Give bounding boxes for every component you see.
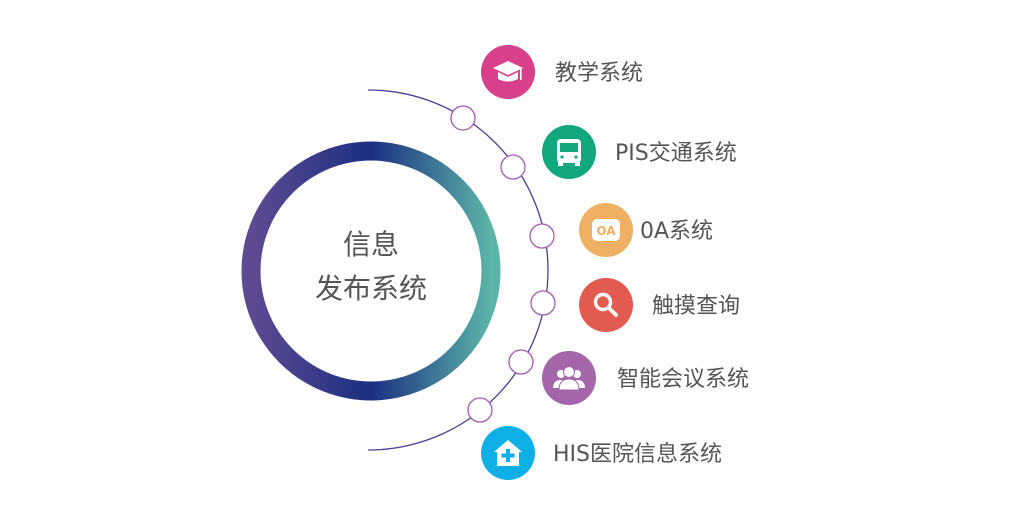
arc-node (500, 154, 526, 180)
center-title-line1: 信息 (343, 228, 399, 261)
center-title-line2: 发布系统 (315, 272, 427, 305)
item-smart-meeting[interactable]: 智能会议系统 (542, 351, 749, 405)
item-label: 智能会议系统 (617, 367, 749, 392)
hospital-icon (494, 440, 522, 466)
oa-badge-icon: OA (592, 219, 620, 241)
item-label: 触摸查询 (652, 294, 740, 319)
search-icon (593, 292, 618, 317)
bus-icon (557, 139, 581, 166)
arc-node (467, 397, 493, 423)
item-teaching[interactable]: 教学系统 (481, 45, 643, 99)
graduation-cap-icon (493, 61, 523, 82)
icon-circle (579, 278, 633, 332)
item-his-hospital[interactable]: HIS医院信息系统 (481, 426, 722, 480)
svg-text:OA: OA (596, 224, 616, 238)
arc-node (530, 290, 556, 316)
arc-node (450, 105, 476, 131)
arc-node (508, 349, 534, 375)
item-label: HIS医院信息系统 (553, 442, 722, 467)
users-icon (553, 366, 585, 391)
connector-arc (367, 89, 549, 451)
item-label: 教学系统 (555, 61, 643, 86)
center-ring (241, 141, 501, 401)
item-pis-transport[interactable]: PIS交通系统 (542, 125, 737, 179)
item-oa[interactable]: OA 0A系统 (579, 203, 713, 257)
item-touch-query[interactable]: 触摸查询 (579, 278, 740, 332)
item-label: PIS交通系统 (615, 141, 737, 166)
item-label: 0A系统 (640, 219, 713, 244)
arc-node (529, 223, 555, 249)
